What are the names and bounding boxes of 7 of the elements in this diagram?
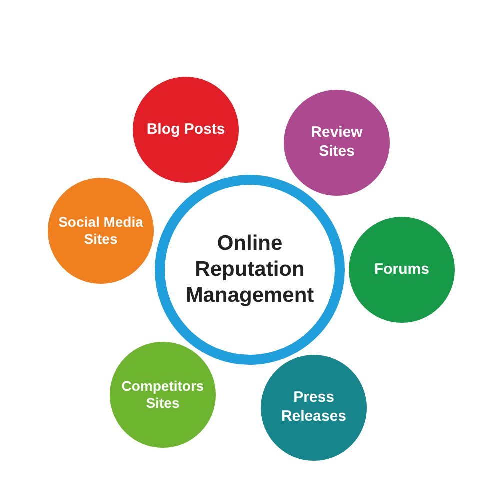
hub-circle: Online Reputation Management <box>155 175 345 365</box>
topic-circle: Social Media Sites <box>48 178 154 284</box>
topic-circle: Review Sites <box>284 90 390 196</box>
topic-circle: Press Releases <box>261 355 367 461</box>
topic-circle: Blog Posts <box>133 77 239 183</box>
topic-circle: Competitors Sites <box>110 342 216 448</box>
topic-circle: Forums <box>349 217 455 323</box>
